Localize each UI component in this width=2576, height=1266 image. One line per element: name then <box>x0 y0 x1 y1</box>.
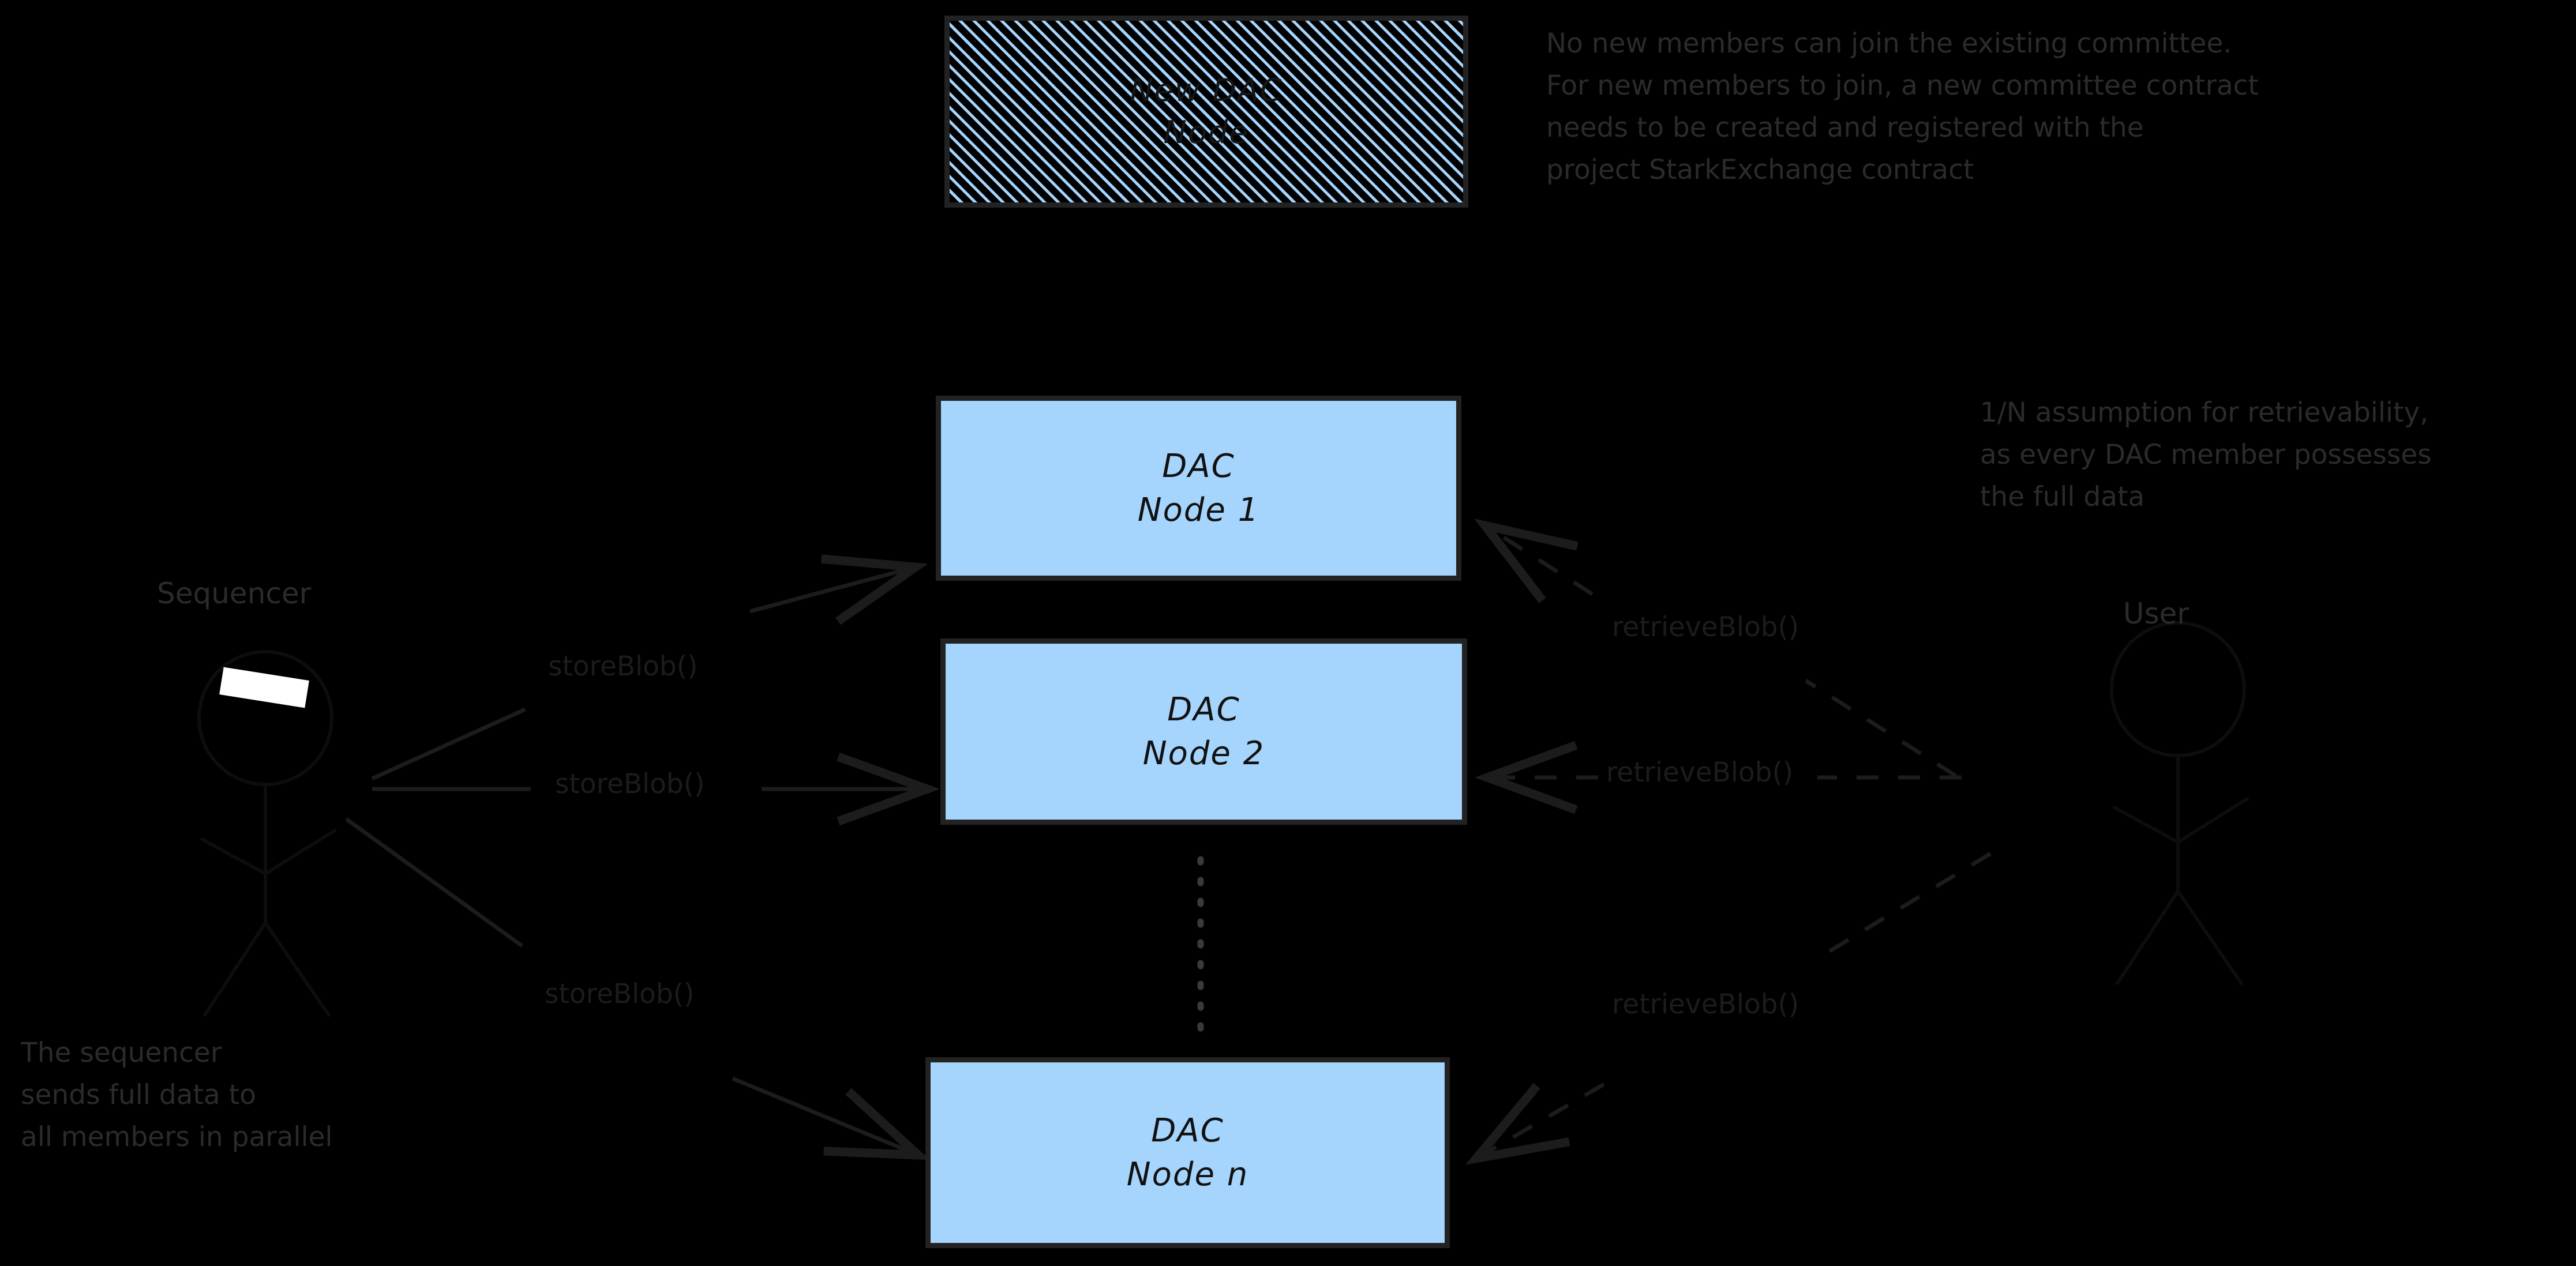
note-sequencer: The sequencer sends full data to all mem… <box>21 1037 333 1153</box>
edge-label-retrieve-blob-node-1: retrieveBlob() <box>1604 610 1808 644</box>
edge-retrieve-blob-node-1 <box>1488 528 1957 777</box>
dac-node-2-line-2: Node 2 <box>1142 734 1265 772</box>
note-committee: No new members can join the existing com… <box>1546 28 2259 186</box>
note-retrievability: 1/N assumption for retrievability, as ev… <box>1980 397 2432 513</box>
edge-label-retrieve-blob-node-n: retrieveBlob() <box>1604 987 1808 1021</box>
dac-node-n-line-1: DAC <box>1151 1111 1224 1149</box>
edge-label-store-blob-node-n: storeBlob() <box>537 977 703 1011</box>
new-dac-node-line-2: Node <box>1163 114 1250 151</box>
dac-node-2-line-1: DAC <box>1167 690 1240 728</box>
edge-label-store-blob-node-1: storeBlob() <box>540 649 706 683</box>
dac-node-n-box[interactable]: DAC Node n <box>925 1057 1450 1248</box>
user-label: User <box>2123 597 2189 630</box>
sequencer-label: Sequencer <box>157 577 312 610</box>
edge-store-blob-node-1 <box>371 568 912 781</box>
dac-node-1-box[interactable]: DAC Node 1 <box>936 396 1461 581</box>
sequencer-stick-figure <box>197 650 336 1017</box>
edge-retrieve-blob-node-n <box>1480 852 1992 1156</box>
edge-store-blob-node-n <box>344 817 914 1154</box>
edge-label-store-blob-node-2: storeBlob() <box>547 767 713 801</box>
dac-node-1-line-2: Node 1 <box>1137 491 1260 529</box>
dac-node-2-box[interactable]: DAC Node 2 <box>940 638 1467 825</box>
new-dac-node-line-1: New DAC <box>1130 72 1283 108</box>
dac-node-1-line-1: DAC <box>1162 447 1235 485</box>
user-stick-figure <box>2110 621 2249 985</box>
dac-node-n-line-2: Node n <box>1126 1155 1249 1193</box>
edge-label-retrieve-blob-node-2: retrieveBlob() <box>1598 756 1802 790</box>
new-dac-node-box[interactable]: New DAC Node <box>944 16 1468 208</box>
